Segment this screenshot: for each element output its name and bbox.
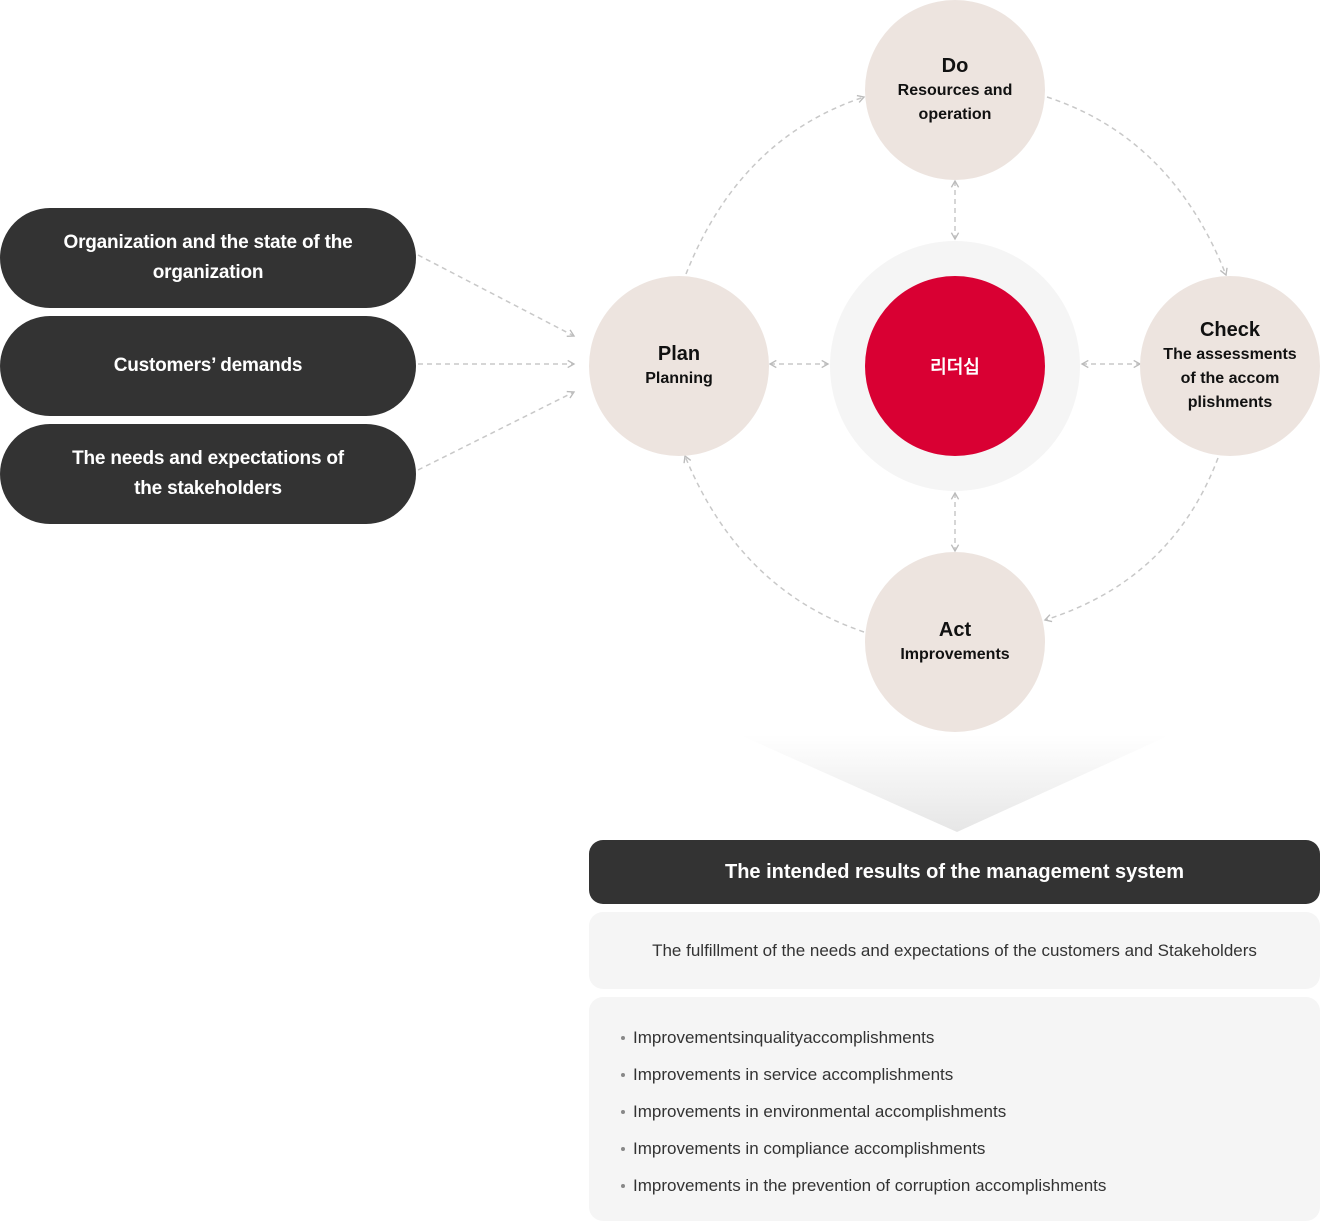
list-item: Improvementsinqualityaccomplishments [619,1019,1320,1056]
funnel-pointer [740,735,1170,832]
results-header: The intended results of the management s… [589,840,1320,904]
node-do-title: Do [941,55,969,77]
input-stakeholder-needs: The needs and expectations of the stakeh… [0,424,416,524]
node-check: Check The assessments of the accom plish… [1140,276,1320,456]
results-summary: The fulfillment of the needs and expecta… [589,912,1320,989]
input-customers-demands: Customers’ demands [0,316,416,416]
node-check-title: Check [1199,319,1261,341]
input-arrow-3 [417,390,576,471]
arc-check-to-act [1043,457,1219,623]
results-header-text: The intended results of the management s… [725,860,1184,883]
node-do: Do Resources and operation [865,0,1045,180]
node-check-subtitle: The assessments of the accom plishments [1163,346,1297,411]
input-arrow-1 [417,254,576,337]
node-plan-title: Plan [657,343,701,365]
input-organization-state: Organization and the state of the organi… [0,208,416,308]
input-label: The needs and expectations of the stakeh… [72,448,344,499]
list-item: Improvements in the prevention of corrup… [619,1167,1320,1204]
arc-act-to-plan [683,454,865,633]
node-plan-subtitle: Planning [645,370,713,387]
node-act-title: Act [938,619,972,641]
node-act: Act Improvements [865,552,1045,732]
input-label: Customers’ demands [113,355,303,376]
results-list: Improvementsinqualityaccomplishments Imp… [589,997,1320,1221]
node-act-subtitle: Improvements [900,646,1010,663]
list-item: Improvements in environmental accomplish… [619,1093,1320,1130]
leadership-core: 리더십 [865,276,1045,456]
arc-do-to-check [1046,96,1228,277]
leadership-label: 리더십 [930,357,980,377]
list-item: Improvements in service accomplishments [619,1056,1320,1093]
node-plan: Plan Planning [589,276,769,456]
node-do-subtitle: Resources and operation [897,82,1013,123]
results-summary-text: The fulfillment of the needs and expecta… [652,940,1257,960]
input-label: Organization and the state of the organi… [63,232,353,283]
list-item: Improvements in compliance accomplishmen… [619,1130,1320,1167]
arc-plan-to-do [685,94,866,275]
